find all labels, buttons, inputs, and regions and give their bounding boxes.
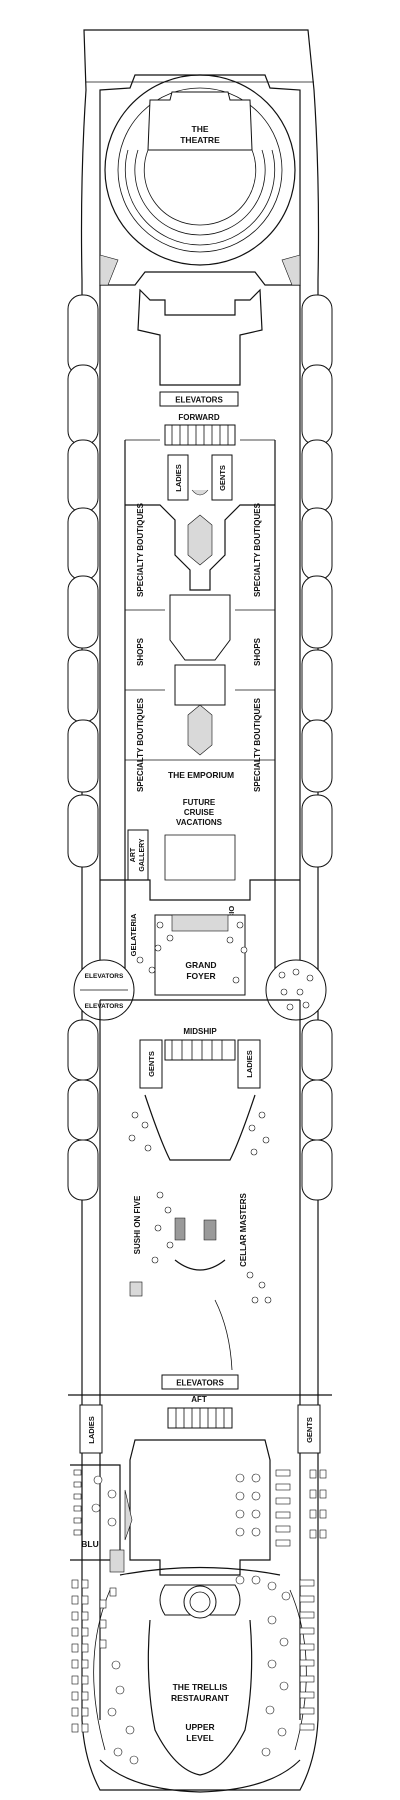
trellis-label-line2: RESTAURANT	[171, 1693, 230, 1703]
shops-right-label: SHOPS	[253, 637, 262, 666]
forward-section: ELEVATORS FORWARD LADIES GENTS	[99, 285, 301, 1000]
upper-level-label-line2: LEVEL	[186, 1733, 213, 1743]
stern-outline	[99, 1759, 301, 1793]
aft-section: ELEVATORS AFT LADIES GENTS	[68, 1374, 332, 1576]
gelateria-label: GELATERIA	[129, 913, 138, 956]
elevators-mid-top-label: ELEVATORS	[85, 973, 124, 980]
theatre-label-line2: THEATRE	[180, 135, 220, 145]
art-gallery-label-line1: ART	[130, 847, 137, 862]
sushi-on-five-area	[128, 1111, 186, 1264]
upper-level-label-line1: UPPER	[185, 1722, 214, 1732]
grand-foyer-label-line1: GRAND	[185, 960, 216, 970]
trellis-restaurant: THE TRELLIS RESTAURANT UPPER LEVEL	[71, 1469, 327, 1776]
hull-outline	[80, 29, 320, 1791]
cellar-masters-area	[203, 1111, 272, 1304]
ladies-forward-label: LADIES	[174, 464, 183, 492]
gents-aft-label: GENTS	[305, 1417, 314, 1443]
future-cruise-label-line2: CRUISE	[184, 808, 215, 817]
gents-midship-label: GENTS	[147, 1051, 156, 1077]
blu-restaurant: BLU	[70, 1464, 125, 1573]
the-emporium-label: THE EMPORIUM	[168, 770, 234, 780]
aft-label: AFT	[191, 1395, 207, 1404]
future-cruise-label-line3: VACATIONS	[176, 818, 223, 827]
ladies-aft-label: LADIES	[87, 1416, 96, 1444]
theatre-label-line1: THE	[192, 124, 209, 134]
elevators-forward-label: ELEVATORS	[175, 396, 223, 405]
grand-foyer-label-line2: FOYER	[186, 971, 215, 981]
specialty-boutiques-right-top-label: SPECIALTY BOUTIQUES	[253, 502, 262, 597]
cellar-masters-label: CELLAR MASTERS	[239, 1192, 248, 1266]
elevators-mid-bottom-label: ELEVATORS	[85, 1003, 124, 1010]
gents-forward-label: GENTS	[218, 465, 227, 491]
specialty-boutiques-left-top-label: SPECIALTY BOUTIQUES	[136, 502, 145, 597]
art-gallery-label-line2: GALLERY	[139, 838, 146, 872]
forward-label: FORWARD	[178, 413, 219, 422]
elevators-aft-label: ELEVATORS	[176, 1379, 224, 1388]
future-cruise-label-line1: FUTURE	[183, 798, 216, 807]
ladies-midship-label: LADIES	[245, 1050, 254, 1078]
lifeboats	[67, 294, 333, 1201]
trellis-left-tables	[71, 1579, 139, 1765]
midship-label: MIDSHIP	[183, 1027, 217, 1036]
sushi-on-five-label: SUSHI ON FIVE	[133, 1195, 142, 1254]
shopping-corridor: SPECIALTY BOUTIQUES SPECIALTY BOUTIQUES …	[125, 502, 275, 881]
specialty-boutiques-left-bottom-label: SPECIALTY BOUTIQUES	[136, 697, 145, 792]
blu-label: BLU	[81, 1539, 98, 1549]
theatre-area: THE THEATRE	[99, 74, 301, 286]
specialty-boutiques-right-bottom-label: SPECIALTY BOUTIQUES	[253, 697, 262, 792]
shops-left-label: SHOPS	[136, 637, 145, 666]
grand-foyer-area: GELATERIA CAFÉ AL BACIO GRAND FOYER ELEV…	[73, 879, 327, 1021]
trellis-right-tables	[235, 1469, 327, 1757]
gelateria-tables	[136, 921, 248, 984]
trellis-label-line1: THE TRELLIS	[173, 1682, 228, 1692]
